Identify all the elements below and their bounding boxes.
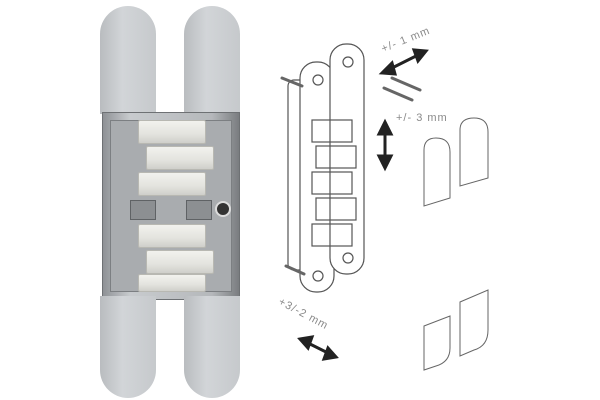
knuckle (138, 224, 206, 248)
leaf-left-bottom (100, 296, 156, 398)
knuckle (138, 172, 206, 196)
adjust-screw-icon (215, 201, 231, 217)
knuckle (138, 120, 206, 144)
leaf-left-top (100, 6, 156, 114)
knuckle (146, 146, 214, 170)
hinge-photo (100, 6, 240, 398)
knuckle (146, 250, 214, 274)
leaf-right-bottom (184, 296, 240, 398)
pivot-block (130, 200, 156, 220)
leaf-right-top (184, 6, 240, 114)
knuckle (138, 274, 206, 292)
label-vertical-adjust: +/- 3 mm (396, 112, 448, 124)
pivot-block (186, 200, 212, 220)
hinge-diagram (280, 43, 489, 371)
